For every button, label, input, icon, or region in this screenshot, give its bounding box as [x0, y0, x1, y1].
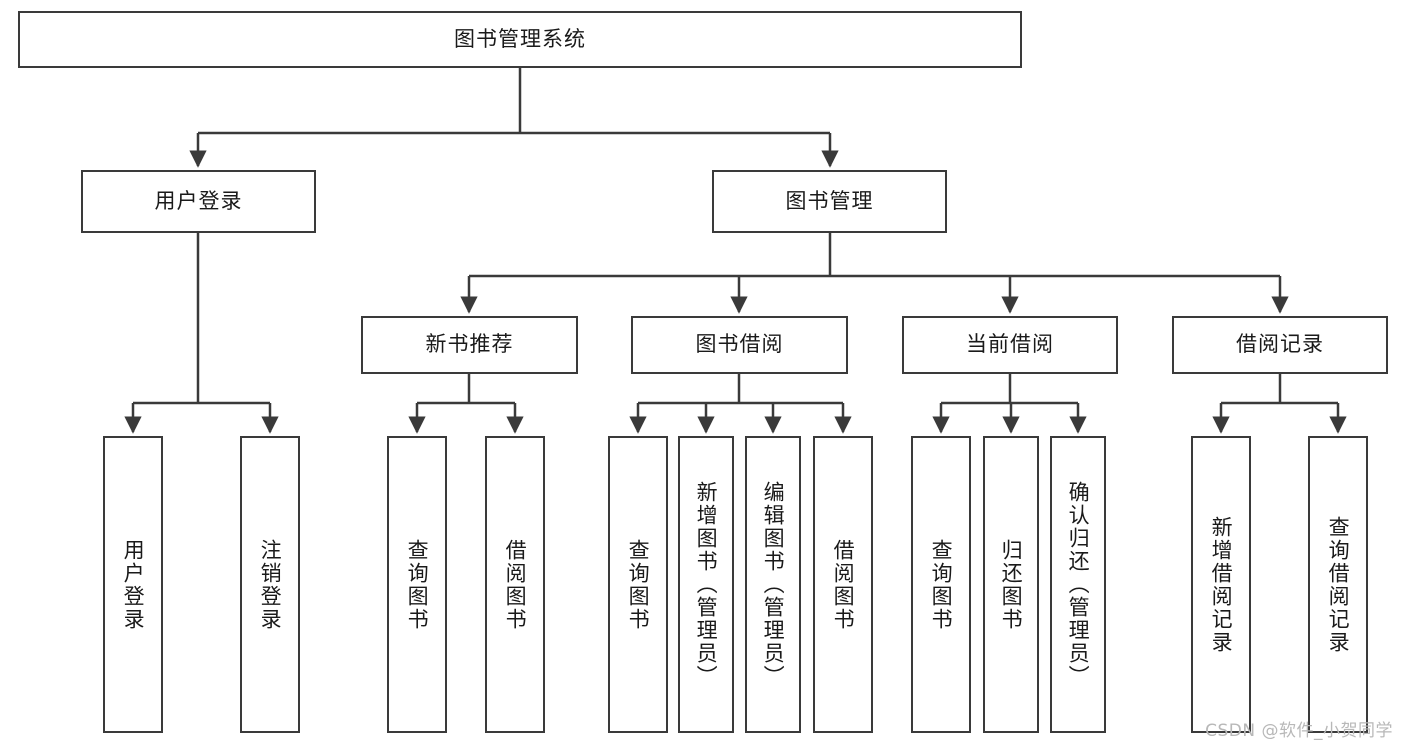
leaf-query-borrow-record[interactable]: 查询借阅记录 — [1308, 436, 1368, 733]
leaf-borrow-book-newbook[interactable]: 借阅图书 — [485, 436, 545, 733]
leaf-query-book-current[interactable]: 查询图书 — [911, 436, 971, 733]
node-book-borrow[interactable]: 图书借阅 — [631, 316, 848, 374]
leaf-query-book-borrow[interactable]: 查询图书 — [608, 436, 668, 733]
node-new-book-recommend[interactable]: 新书推荐 — [361, 316, 578, 374]
leaf-edit-book-admin[interactable]: 编辑图书（管理员） — [745, 436, 801, 733]
watermark-text: CSDN @软件_小贺同学 — [1205, 721, 1393, 741]
node-root[interactable]: 图书管理系统 — [18, 11, 1022, 68]
leaf-borrow-book-borrow[interactable]: 借阅图书 — [813, 436, 873, 733]
leaf-add-book-admin[interactable]: 新增图书（管理员） — [678, 436, 734, 733]
node-book-manage[interactable]: 图书管理 — [712, 170, 947, 233]
leaf-user-login[interactable]: 用户登录 — [103, 436, 163, 733]
node-user-login[interactable]: 用户登录 — [81, 170, 316, 233]
leaf-confirm-return-admin[interactable]: 确认归还（管理员） — [1050, 436, 1106, 733]
leaf-query-book-newbook[interactable]: 查询图书 — [387, 436, 447, 733]
node-current-borrow[interactable]: 当前借阅 — [902, 316, 1118, 374]
leaf-add-borrow-record[interactable]: 新增借阅记录 — [1191, 436, 1251, 733]
leaf-return-book[interactable]: 归还图书 — [983, 436, 1039, 733]
node-borrow-record[interactable]: 借阅记录 — [1172, 316, 1388, 374]
leaf-logout[interactable]: 注销登录 — [240, 436, 300, 733]
